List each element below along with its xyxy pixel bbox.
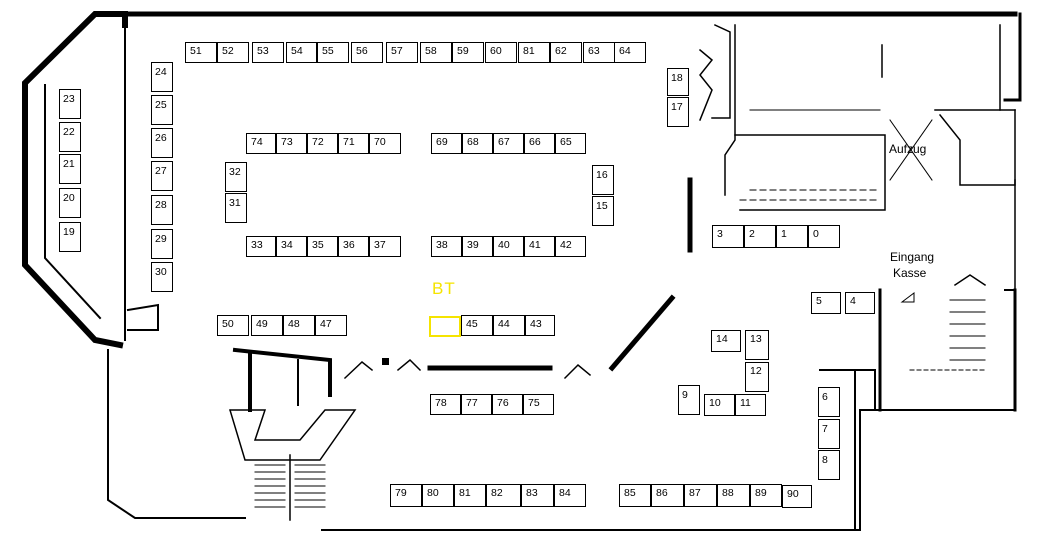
booth-74[interactable]: 74 [246, 133, 276, 154]
booth-34[interactable]: 34 [276, 236, 307, 257]
booth-3[interactable]: 3 [712, 225, 744, 248]
booth-8[interactable]: 8 [818, 450, 840, 480]
booth-14[interactable]: 14 [711, 330, 741, 352]
booth-77[interactable]: 77 [461, 394, 492, 415]
booth-85[interactable]: 85 [619, 484, 651, 507]
booth-23[interactable]: 23 [59, 89, 81, 119]
booth-20[interactable]: 20 [59, 188, 81, 218]
booth-24[interactable]: 24 [151, 62, 173, 92]
booth-17[interactable]: 17 [667, 97, 689, 127]
booth-12[interactable]: 12 [745, 362, 769, 392]
booth-38[interactable]: 38 [431, 236, 462, 257]
booth-60[interactable]: 60 [485, 42, 517, 63]
booth-2[interactable]: 2 [744, 225, 776, 248]
booth-1[interactable]: 1 [776, 225, 808, 248]
booth-86[interactable]: 86 [651, 484, 684, 507]
booth-84[interactable]: 84 [554, 484, 586, 507]
booth-57[interactable]: 57 [386, 42, 418, 63]
booth-54[interactable]: 54 [286, 42, 317, 63]
booth-89[interactable]: 89 [750, 484, 782, 507]
booth-45[interactable]: 45 [461, 315, 493, 336]
booth-41[interactable]: 41 [524, 236, 555, 257]
booth-48[interactable]: 48 [283, 315, 315, 336]
booth-81[interactable]: 81 [454, 484, 486, 507]
booth-13[interactable]: 13 [745, 330, 769, 360]
booth-49[interactable]: 49 [251, 315, 283, 336]
booth-27[interactable]: 27 [151, 161, 173, 191]
booth-52[interactable]: 52 [217, 42, 249, 63]
booth-66[interactable]: 66 [524, 133, 555, 154]
booth-70[interactable]: 70 [369, 133, 401, 154]
booth-37[interactable]: 37 [369, 236, 401, 257]
booth-71[interactable]: 71 [338, 133, 369, 154]
booth-15[interactable]: 15 [592, 196, 614, 226]
booth-28[interactable]: 28 [151, 195, 173, 225]
booth-11[interactable]: 11 [735, 394, 766, 416]
booth-21[interactable]: 21 [59, 154, 81, 184]
booth-19[interactable]: 19 [59, 222, 81, 252]
booth-50[interactable]: 50 [217, 315, 249, 336]
booth-22[interactable]: 22 [59, 122, 81, 152]
booth-0[interactable]: 0 [808, 225, 840, 248]
booth-26[interactable]: 26 [151, 128, 173, 158]
booth-42[interactable]: 42 [555, 236, 586, 257]
booth-33[interactable]: 33 [246, 236, 276, 257]
booth-30[interactable]: 30 [151, 262, 173, 292]
aufzug-label: Aufzug [889, 142, 927, 156]
booth-9[interactable]: 9 [678, 385, 700, 415]
booth-40[interactable]: 40 [493, 236, 524, 257]
booth-75[interactable]: 75 [523, 394, 554, 415]
booth-51[interactable]: 51 [185, 42, 217, 63]
booth-68[interactable]: 68 [462, 133, 493, 154]
booth-29[interactable]: 29 [151, 229, 173, 259]
booth-25[interactable]: 25 [151, 95, 173, 125]
booth-81-top[interactable]: 81 [518, 42, 550, 63]
booth-53[interactable]: 53 [252, 42, 284, 63]
booth-80[interactable]: 80 [422, 484, 454, 507]
booth-32[interactable]: 32 [225, 162, 247, 192]
booth-63[interactable]: 63 [583, 42, 615, 63]
booth-59[interactable]: 59 [452, 42, 484, 63]
booth-39[interactable]: 39 [462, 236, 493, 257]
booth-76[interactable]: 76 [492, 394, 523, 415]
booth-bt-highlight[interactable] [429, 316, 461, 337]
booth-44[interactable]: 44 [493, 315, 525, 336]
booth-5[interactable]: 5 [811, 292, 841, 314]
booth-87[interactable]: 87 [684, 484, 717, 507]
booth-7[interactable]: 7 [818, 419, 840, 449]
booth-31[interactable]: 31 [225, 193, 247, 223]
booth-69[interactable]: 69 [431, 133, 462, 154]
booth-88[interactable]: 88 [717, 484, 750, 507]
walls [22, 11, 1022, 531]
booth-16[interactable]: 16 [592, 165, 614, 195]
booth-67[interactable]: 67 [493, 133, 524, 154]
eingang-label: Eingang [890, 250, 935, 264]
booth-56[interactable]: 56 [351, 42, 383, 63]
booth-10[interactable]: 10 [704, 394, 735, 416]
booth-6[interactable]: 6 [818, 387, 840, 417]
booth-90[interactable]: 90 [782, 485, 812, 508]
booth-35[interactable]: 35 [307, 236, 338, 257]
booth-58[interactable]: 58 [420, 42, 452, 63]
booth-65[interactable]: 65 [555, 133, 586, 154]
booth-18[interactable]: 18 [667, 68, 689, 96]
booth-64[interactable]: 64 [614, 42, 646, 63]
booth-55[interactable]: 55 [317, 42, 349, 63]
booth-79[interactable]: 79 [390, 484, 422, 507]
highlight-label: BT [432, 279, 456, 298]
booth-62[interactable]: 62 [550, 42, 582, 63]
booth-43[interactable]: 43 [525, 315, 555, 336]
booth-73[interactable]: 73 [276, 133, 307, 154]
kasse-label: Kasse [893, 266, 927, 280]
booth-78[interactable]: 78 [430, 394, 461, 415]
booth-72[interactable]: 72 [307, 133, 338, 154]
booth-47[interactable]: 47 [315, 315, 347, 336]
booth-36[interactable]: 36 [338, 236, 369, 257]
booth-82[interactable]: 82 [486, 484, 521, 507]
booth-83[interactable]: 83 [521, 484, 554, 507]
booth-4[interactable]: 4 [845, 292, 875, 314]
